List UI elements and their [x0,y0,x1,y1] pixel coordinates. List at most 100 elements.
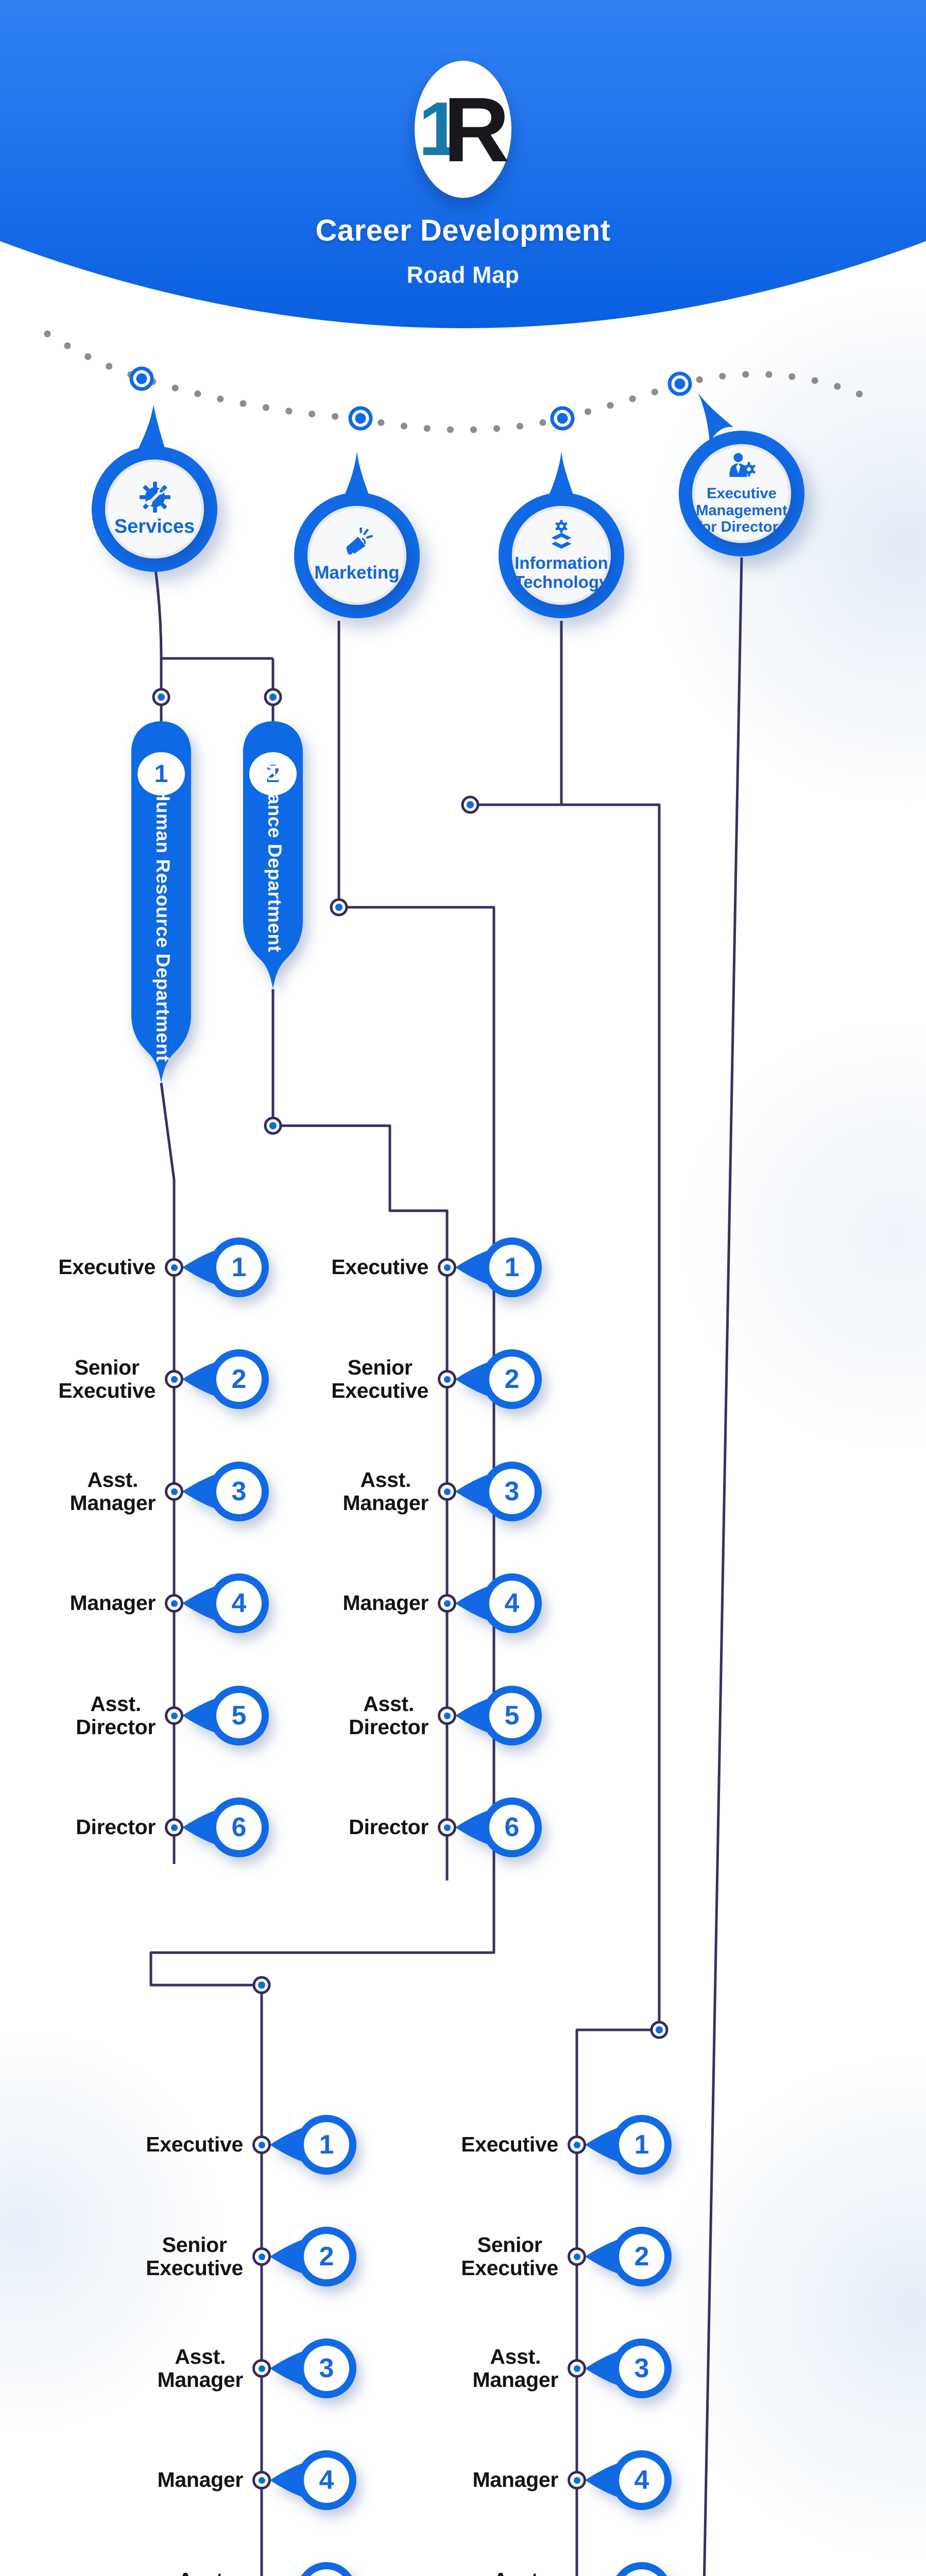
balloon-shape-icon [585,2115,672,2175]
page-title: Career Development [315,214,611,247]
balloon-shape-icon [270,2338,356,2398]
ladder-step-label: Executive [383,2107,558,2183]
balloon-shape-icon [270,2115,356,2175]
department-number: 2 [266,760,280,788]
category-label: Information Technology [514,553,609,591]
junction-nodes [152,688,668,2039]
balloon-shape-icon [270,2227,356,2286]
pill-hr-number-ellipse [138,752,185,795]
step-number: 3 [634,2353,649,2383]
bubble-tail-icon [698,393,734,442]
balloon-shape-icon [455,1686,542,1745]
step-node-icon [252,2471,271,2489]
pill-finance-number-ellipse [249,752,297,795]
step-number: 3 [231,1477,247,1506]
arc-markers [129,366,692,431]
megaphone-icon [346,528,373,555]
step-number: 5 [306,2571,347,2576]
ladder-step-label: Asst. Director [68,2554,243,2576]
step-node-icon [568,2359,586,2378]
ladder-step-label-text: Senior Executive [58,1355,156,1402]
step-number: 2 [634,2242,649,2272]
junction-node-icon [650,2021,668,2039]
balloon-shape-icon [182,1573,269,1633]
step-node-icon [438,1258,456,1277]
ladder-step-label-text: Asst. Director [76,1691,156,1739]
balloon-shape-icon [455,1238,542,1297]
ladder-step-label-text: Asst. Manager [157,2344,243,2392]
balloon-shape-icon [615,2562,667,2576]
ladder-step-label: Manager [0,1565,156,1641]
arc-marker-exec [667,371,692,396]
ladder-step-label-text: Manager [472,2468,558,2492]
step-number: 5 [231,1701,247,1731]
junction-node-icon [461,795,479,814]
ladder-step-label-text: Asst. Director [478,2568,558,2576]
ladder-step-label: Senior Executive [68,2218,243,2295]
ladder-step-label: Executive [253,1229,428,1306]
ladder-step-label: Director [253,1789,428,1866]
logo-r-glyph: R [443,78,510,181]
balloon-shape-icon [455,1349,542,1409]
ladder-step-label: Director [0,1789,156,1866]
step-number: 2 [231,1364,247,1394]
person-gear-icon [729,453,756,477]
balloon-shape-icon [455,1573,542,1633]
ladder-step-label-text: Senior Executive [146,2232,243,2280]
pill-hr-shape [131,721,191,1083]
company-logo: 1 R [415,61,511,198]
bubble-tail-icon [342,451,370,500]
category-information-technology: Information Technology [499,451,624,618]
ladder-step-label: Executive [68,2107,243,2183]
step-number: 2 [504,1364,520,1394]
step-number: 2 [319,2242,334,2272]
category-label: Services [114,515,195,537]
category-executive-management: Executive Management for Directors [679,393,804,556]
balloon-shape-icon [455,1798,542,1857]
department-number: 1 [154,760,168,788]
ladder-step-label-text: Senior Executive [331,1355,428,1402]
step-node-icon [438,1706,456,1725]
ladder-step-label-text: Director [349,1815,428,1839]
ladder-step-label-text: Manager [70,1591,156,1615]
ladder-step-label: Manager [68,2442,243,2518]
step-number: 3 [504,1477,520,1506]
page-subtitle: Road Map [406,262,520,288]
junction-node-icon [264,688,282,706]
step-number: 1 [231,1252,247,1282]
step-node-icon [568,2247,586,2266]
step-node-icon [165,1818,183,1837]
junction-node-icon [330,898,348,917]
finance-ladder-line [271,989,449,1880]
exec-ladder-line [702,557,743,2576]
step-node-icon [252,2136,271,2154]
balloon-shape-icon [585,2450,672,2510]
bubble-tail-icon [547,451,575,500]
gear-wrench-icon [139,481,170,513]
ladder-step-label-text: Director [76,1815,156,1839]
category-services: Services [92,405,217,572]
step-number: 3 [319,2353,334,2383]
bubble-tail-icon [136,405,166,453]
ladder-step-label: Asst. Director [0,1677,156,1754]
balloon-shape-icon [182,1349,269,1409]
step-number: 4 [634,2465,649,2495]
ladder-step-label: Senior Executive [253,1341,428,1417]
step-number: 1 [634,2130,649,2160]
ladder-step-label: Manager [383,2442,558,2518]
ladder-step-label-text: Asst. Manager [70,1467,156,1515]
layers-gear-icon [551,519,572,549]
arc-marker-it [550,406,575,431]
step-number: 4 [504,1588,520,1618]
step-number: 1 [319,2130,334,2160]
ladder-step-label-text: Executive [146,2132,243,2157]
step-number: 4 [319,2465,334,2495]
arc-marker-marketing [348,406,373,431]
balloon-shape-icon [182,1462,269,1521]
junction-node-icon [152,688,170,706]
ladder-step-label: Asst. Manager [0,1453,156,1530]
step-node-icon [568,2471,586,2489]
ladder-step-label: Senior Executive [0,1341,156,1417]
step-node-icon [165,1706,183,1725]
